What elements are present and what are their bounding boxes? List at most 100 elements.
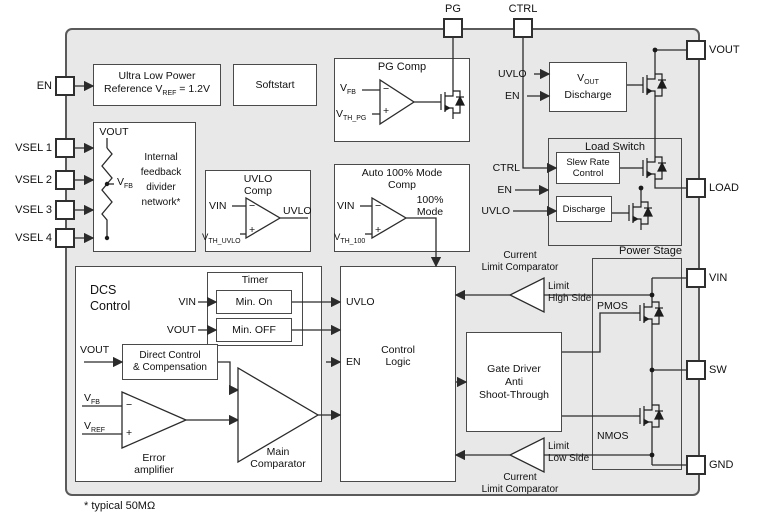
gate-driver-line1: Gate Driver <box>487 362 541 375</box>
block-gate-driver: Gate Driver Anti Shoot-Through <box>466 332 562 432</box>
discharge-en-label: EN <box>505 90 520 102</box>
limit-low-side-label: Limit Low Side <box>548 441 590 464</box>
uvlo-comp-title1: UVLO <box>243 173 273 185</box>
block-power-stage <box>592 258 682 470</box>
auto100-plus-sign: + <box>375 224 382 236</box>
block-slew-rate-control: Slew Rate Control <box>556 152 620 184</box>
pin-pad-vsel1 <box>55 138 75 158</box>
auto100-out1-label: 100% <box>416 194 444 206</box>
auto100-minus-sign: − <box>375 200 382 212</box>
footnote: * typical 50MΩ <box>84 500 156 512</box>
min-on-label: Min. On <box>235 295 273 308</box>
pin-label-vout: VOUT <box>709 44 740 56</box>
pg-vth-label: VTH_PG <box>336 108 367 123</box>
pin-pad-ctrl <box>513 18 533 38</box>
pin-pad-load <box>686 178 706 198</box>
block-softstart: Softstart <box>233 64 317 106</box>
control-logic-en-label: EN <box>346 356 361 368</box>
block-min-off: Min. OFF <box>216 318 292 342</box>
block-discharge: Discharge <box>556 196 612 222</box>
limit-top-caption: Current Limit Comparator <box>481 250 559 273</box>
block-min-on: Min. On <box>216 290 292 314</box>
pg-vfb-label: VFB <box>340 82 356 97</box>
auto100-out2-label: Mode <box>416 206 444 218</box>
gate-driver-line3: Shoot-Through <box>478 388 550 401</box>
softstart-label: Softstart <box>255 78 295 91</box>
slew-line1: Slew Rate <box>566 157 610 168</box>
uvlo-comp-minus-sign: − <box>249 200 256 212</box>
feedback-vout-label: VOUT <box>99 126 129 138</box>
auto100-vth-label: VTH_100 <box>334 232 366 245</box>
vout-discharge-line2: Discharge <box>564 89 612 102</box>
nmos-label: NMOS <box>597 430 629 442</box>
block-control-logic <box>340 266 456 482</box>
pg-comp-title: PG Comp <box>377 61 427 73</box>
pin-pad-vsel2 <box>55 170 75 190</box>
pin-pad-vin <box>686 268 706 288</box>
pin-label-load: LOAD <box>709 182 739 194</box>
uvlo-comp-plus-sign: + <box>249 224 256 236</box>
pg-minus-sign: − <box>383 83 390 95</box>
discharge-label: Discharge <box>562 203 606 215</box>
erramp-vfb-label: VFB <box>84 392 100 407</box>
gate-driver-line2: Anti <box>504 375 524 388</box>
block-direct-control: Direct Control & Compensation <box>122 344 218 380</box>
timer-vout-label: VOUT <box>166 324 196 336</box>
direct-vout-label: VOUT <box>80 344 110 356</box>
limit-high-side-label: Limit High Side <box>548 281 592 304</box>
error-amplifier-label: Error amplifier <box>134 452 174 476</box>
control-logic-label: Control Logic <box>381 344 415 368</box>
pmos-label: PMOS <box>597 300 628 312</box>
loadswitch-uvlo-label: UVLO <box>481 205 510 217</box>
vout-discharge-line1: VOUT <box>577 71 599 87</box>
pin-label-pg: PG <box>445 3 461 15</box>
auto100-title1: Auto 100% Mode <box>361 167 443 179</box>
pin-pad-pg <box>443 18 463 38</box>
auto100-title2: Comp <box>387 179 416 191</box>
pin-pad-en <box>55 76 75 96</box>
pin-pad-gnd <box>686 455 706 475</box>
erramp-plus-sign: + <box>126 427 133 439</box>
pin-pad-sw <box>686 360 706 380</box>
discharge-uvlo-label: UVLO <box>498 68 527 80</box>
slew-line2: Control <box>572 168 604 179</box>
loadswitch-en-label: EN <box>497 184 512 196</box>
pin-pad-vsel3 <box>55 200 75 220</box>
uvlo-comp-title2: Comp <box>243 185 272 197</box>
pin-label-gnd: GND <box>709 459 734 471</box>
loadswitch-ctrl-label: CTRL <box>492 162 520 174</box>
block-vout-discharge: VOUT Discharge <box>549 62 627 112</box>
pin-pad-vsel4 <box>55 228 75 248</box>
feedback-vfb-label: VFB <box>117 176 133 191</box>
pin-label-ctrl: CTRL <box>508 3 538 15</box>
uvlo-comp-vin-label: VIN <box>209 200 227 212</box>
control-logic-uvlo-label: UVLO <box>346 296 375 308</box>
pin-label-vsel2: VSEL 2 <box>15 174 52 186</box>
timer-title: Timer <box>241 274 269 286</box>
reference-line2: Reference VREF = 1.2V <box>104 82 210 98</box>
dcs-title: DCS Control <box>90 283 131 313</box>
load-switch-title: Load Switch <box>585 141 645 153</box>
reference-line1: Ultra Low Power <box>118 69 196 82</box>
erramp-minus-sign: − <box>126 399 133 411</box>
pin-label-sw: SW <box>709 364 727 376</box>
uvlo-comp-vth-label: VTH_UVLO <box>202 232 241 245</box>
timer-vin-label: VIN <box>178 296 196 308</box>
min-off-label: Min. OFF <box>232 323 276 336</box>
uvlo-comp-out-label: UVLO <box>283 205 312 217</box>
block-reference: Ultra Low Power Reference VREF = 1.2V <box>93 64 221 106</box>
pin-label-vsel3: VSEL 3 <box>15 204 52 216</box>
pin-label-vin: VIN <box>709 272 728 284</box>
main-comparator-label: Main Comparator <box>250 446 306 470</box>
power-stage-title: Power Stage <box>619 245 682 257</box>
pin-pad-vout <box>686 40 706 60</box>
direct-line1: Direct Control <box>139 350 201 361</box>
pin-label-vsel4: VSEL 4 <box>15 232 52 244</box>
pin-label-en: EN <box>36 80 52 92</box>
pg-plus-sign: + <box>383 105 390 117</box>
direct-line2: & Compensation <box>133 362 207 373</box>
feedback-network-label: Internal feedback divider network* <box>140 152 182 208</box>
pin-label-vsel1: VSEL 1 <box>15 142 52 154</box>
auto100-vin-label: VIN <box>337 200 355 212</box>
